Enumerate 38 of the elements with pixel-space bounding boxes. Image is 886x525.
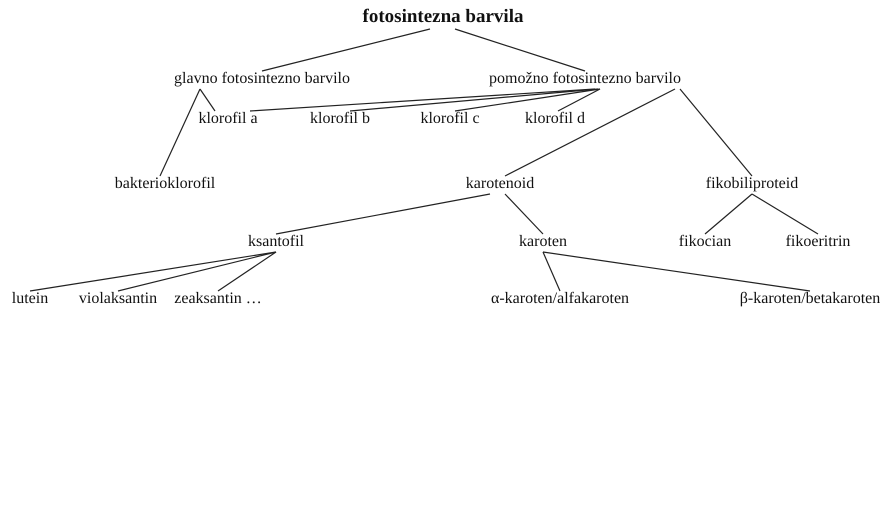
node-label: lutein bbox=[12, 290, 48, 308]
node-label: glavno fotosintezno barvilo bbox=[174, 70, 350, 88]
connector-line bbox=[542, 252, 561, 292]
node-label: zeaksantin … bbox=[174, 290, 262, 308]
node-label: fotosintezna barvila bbox=[362, 6, 524, 28]
connector-line bbox=[558, 88, 600, 112]
connector-line bbox=[276, 193, 490, 235]
node-label: pomožno fotosintezno barvilo bbox=[489, 70, 681, 88]
node-label: bakterioklorofil bbox=[114, 175, 216, 193]
node-label: klorofil b bbox=[310, 110, 370, 128]
node-label: karoten bbox=[519, 233, 567, 251]
node-label: fikobiliproteid bbox=[706, 175, 798, 193]
node-label: β-karoten/betakaroten bbox=[740, 290, 880, 308]
node-label: klorofil d bbox=[525, 110, 585, 128]
connector-line bbox=[504, 88, 676, 177]
connector-line bbox=[752, 193, 818, 235]
connector-line bbox=[350, 88, 598, 112]
connector-line bbox=[454, 88, 600, 112]
connector-line bbox=[454, 28, 586, 72]
node-label: klorofil c bbox=[420, 110, 480, 128]
connector-line bbox=[704, 194, 752, 234]
node-label: α-karoten/alfakaroten bbox=[490, 290, 630, 308]
connector-line bbox=[30, 251, 276, 292]
connector-line bbox=[159, 88, 201, 176]
connector-line bbox=[504, 194, 544, 234]
connector-line bbox=[250, 88, 596, 112]
connector-line bbox=[262, 28, 430, 72]
node-label: violaksantin bbox=[78, 290, 158, 308]
node-label: fikocian bbox=[678, 233, 732, 251]
node-label: klorofil a bbox=[198, 110, 258, 128]
connector-line bbox=[218, 252, 276, 292]
node-label: fikoeritrin bbox=[786, 233, 850, 251]
connector-line bbox=[200, 88, 216, 112]
node-label: ksantofil bbox=[248, 233, 304, 251]
connector-line bbox=[680, 88, 752, 176]
connector-line bbox=[542, 251, 810, 292]
connector-line bbox=[118, 251, 276, 292]
node-label: karotenoid bbox=[466, 175, 534, 193]
